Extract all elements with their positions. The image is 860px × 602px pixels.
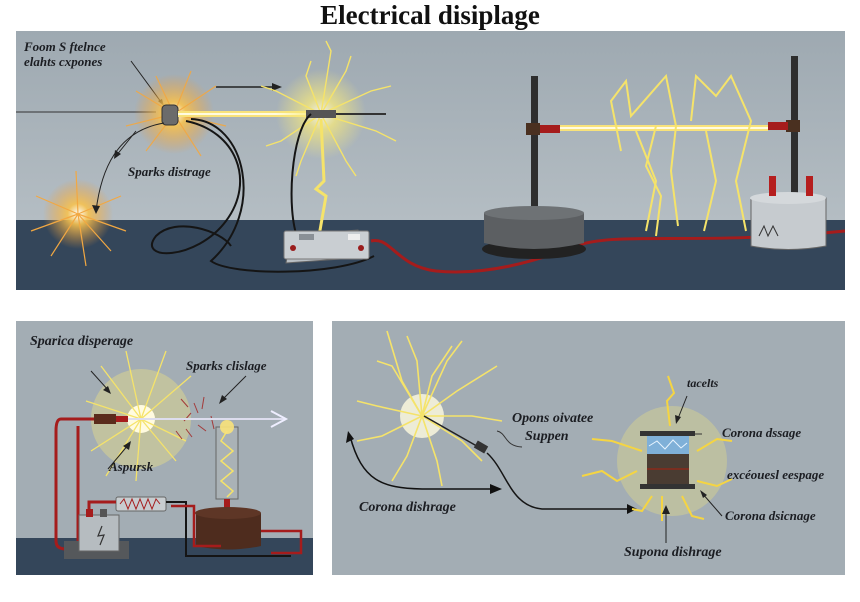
battery-terminal-red [86,509,93,517]
opons-label: Opons oivatee [512,411,594,426]
top-panel-illustration [16,31,845,290]
arrowhead-clislage [219,395,227,404]
sparks-clislage-label: Sparks clislage [186,358,267,373]
label-leader [496,430,523,448]
lightning-bolt [313,118,328,237]
glow-tube [215,426,239,500]
probe-handle [473,440,489,454]
display-slot [299,234,314,240]
curved-arrowhead [92,205,100,214]
screen-wave [648,439,688,450]
corona-dssage-label: Corona dssage [722,425,802,440]
indicator [348,234,360,240]
cable-red-3 [171,504,221,548]
cable-black-1 [151,120,242,255]
cable-black-2 [190,118,375,273]
arrowhead-supona [662,505,670,514]
arrow-aspursk [107,443,130,470]
battery-terminal-grey [100,509,107,517]
spark-rays-lower [30,170,127,267]
spark-beam-core [178,113,313,115]
device-base-plate [640,484,695,489]
device-sparks [581,375,733,521]
clamp-right [786,120,800,132]
arrowhead-aspursk [123,441,131,450]
generator-terminal-left [769,176,776,196]
arrow-clislage [220,375,247,402]
arrowhead-sparica [103,386,111,394]
tube-glow [220,420,234,434]
red-spark-particles [175,396,215,440]
terminal-left [290,245,296,251]
arrowhead-corona-dsicnage [700,490,707,498]
spark-rays-right [260,40,397,177]
tacelts-label: tacelts [687,376,719,390]
cable-red-4 [261,529,303,555]
connector-right [768,122,788,130]
diagram-title: Electrical disiplage [320,0,540,30]
rod-arrowhead [270,410,289,428]
clamp-left [526,123,540,135]
resistor-zigzag [119,497,161,511]
spark-rays [85,350,192,482]
bottom-left-panel-spark-circuit: Sparica disperage Sparks clislage Aspurs… [16,321,313,575]
cable-red-2 [87,500,116,509]
excoues-label: excéouesl eespage [727,467,825,482]
aspursk-label: Aspursk [109,459,154,474]
stand-left-base [484,213,584,249]
stand-left-rod [531,76,538,216]
stand-left-base-top [484,206,584,220]
wall [332,321,845,575]
probe-wire [423,415,483,450]
tube-stem [224,499,230,511]
tube-filament [219,430,235,498]
bottom-left-illustration [16,321,313,575]
cable-black [166,501,291,557]
connector-tip [116,416,128,422]
arrowhead-up [346,431,354,443]
probe-body [306,110,336,118]
bottom-right-illustration [332,321,845,575]
callout-label-line2: elahts cxpones [24,54,103,69]
corona-rays [356,330,503,487]
short-arrow [115,130,137,157]
lightning-arcs [609,73,753,237]
connector-plug [94,414,116,424]
generator-box [750,197,827,250]
cable-black-3 [290,113,312,240]
arrowhead-right [490,484,502,494]
bottom-right-panel-corona-discharge: Opons oivatee Suppen Corona dishrage tac… [332,321,845,575]
arc-beam-core [560,127,768,129]
curved-arrow [95,122,165,212]
transformer-top [195,507,261,519]
arrowhead-tacelts [675,415,681,424]
generator-terminal-right [806,176,813,196]
top-panel-spark-discharge: Foom S ftelnce elahts cxpones Sparks dis… [16,31,845,290]
callout-label-line1: Foom S ftelnce [24,39,106,54]
generator-top [750,192,826,204]
transformer-base [196,513,261,550]
battery-bolt-icon [97,525,105,546]
sparica-label: Sparica disperage [30,334,134,349]
sparks-label: Sparks distrage [128,164,211,179]
device-top-plate [640,431,695,436]
generator-zigzag-icon [758,224,779,238]
corona-dsicnage-label: Corona dsicnage [725,508,816,523]
table-surface [16,220,845,290]
supona-dishrage-label: Supona dishrage [624,545,722,560]
short-arrowhead [114,150,121,159]
terminal-right [358,245,364,251]
probe-cable [486,452,632,510]
suppen-label: Suppen [525,429,569,444]
electrode-left [161,104,179,126]
connector-left [540,125,560,133]
arrow-corona-dsicnage [701,492,723,517]
curved-double-arrow [349,435,492,490]
direction-arrowhead [272,83,282,91]
corona-dishrage-label: Corona dishrage [359,500,456,515]
